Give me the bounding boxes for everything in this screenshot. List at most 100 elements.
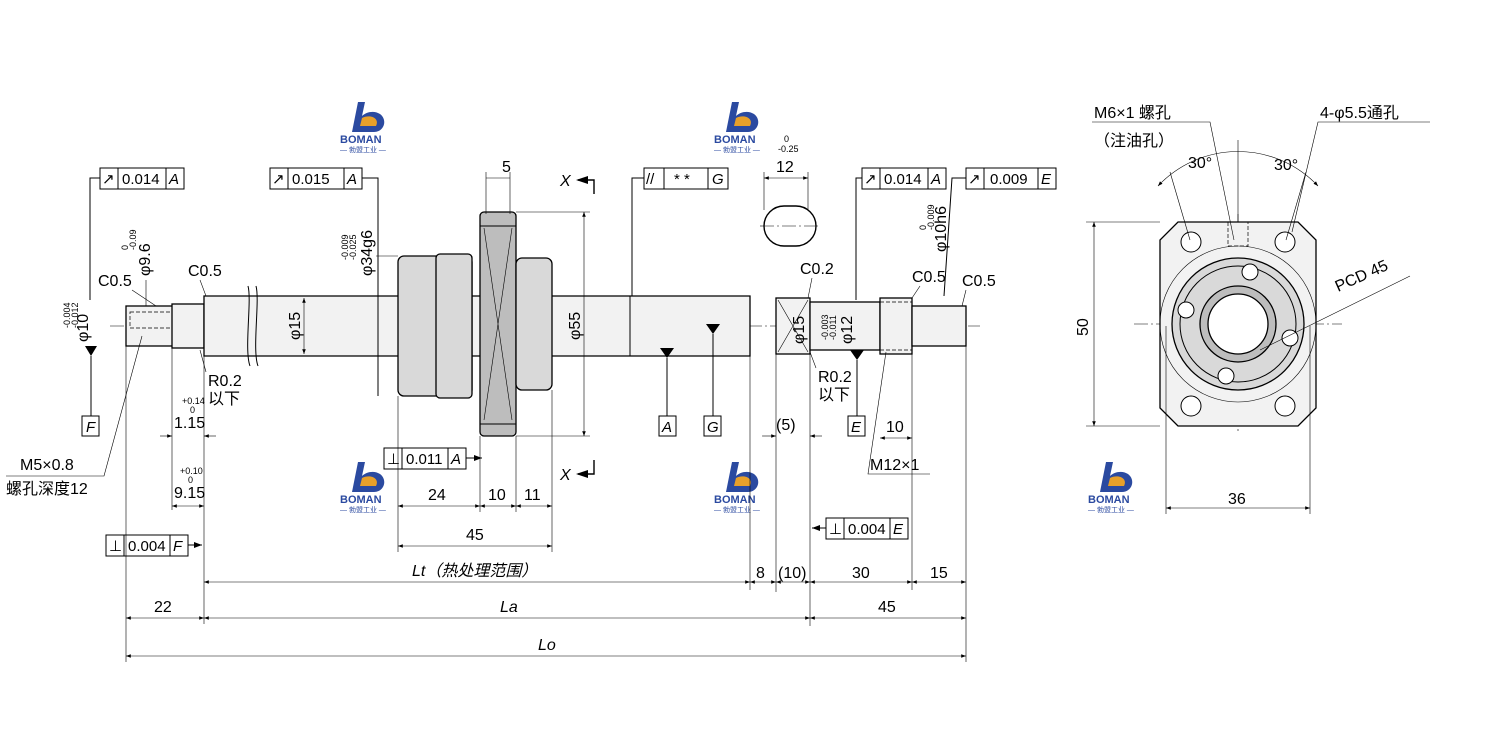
svg-text:0: 0 — [918, 225, 928, 230]
svg-text:BOMAN: BOMAN — [1088, 494, 1130, 506]
watermark-logo: BOMAN — 勃盟工业 — — [340, 462, 386, 514]
svg-text:-0.004: -0.004 — [62, 302, 72, 328]
fcf-perp-e: ⊥ 0.004 E — [812, 517, 909, 540]
svg-text:C0.5: C0.5 — [98, 273, 132, 290]
fcf-runout-right: ↗ 0.014 A — [855, 167, 947, 300]
svg-text:以下: 以下 — [208, 391, 240, 408]
svg-text:4-φ5.5通孔: 4-φ5.5通孔 — [1320, 104, 1399, 122]
svg-text:R0.2: R0.2 — [208, 373, 242, 390]
svg-text:φ12: φ12 — [839, 316, 856, 344]
svg-text:0.015: 0.015 — [292, 171, 330, 188]
svg-text:12: 12 — [776, 159, 794, 176]
svg-text:φ15: φ15 — [791, 316, 808, 344]
svg-text:G: G — [707, 419, 719, 436]
svg-text:-0.09: -0.09 — [128, 229, 138, 250]
fcf-perp-f: ⊥ 0.004 F — [105, 534, 202, 557]
svg-text:φ10h6: φ10h6 — [933, 206, 950, 252]
svg-text:— 勃盟工业 —: — 勃盟工业 — — [340, 145, 386, 154]
svg-text:C0.5: C0.5 — [912, 269, 946, 286]
svg-text:R0.2: R0.2 — [818, 369, 852, 386]
svg-text:A: A — [168, 171, 179, 188]
svg-text:(5): (5) — [776, 417, 796, 434]
svg-text:8: 8 — [756, 565, 765, 582]
dimension-labels: φ10 -0.004 -0.012 φ9.6 0 -0.09 C0.5 C0.5… — [6, 134, 996, 662]
svg-text:— 勃盟工业 —: — 勃盟工业 — — [714, 145, 760, 154]
watermark-logo: BOMAN — 勃盟工业 — — [714, 462, 760, 514]
fcf-runout-shaft: ↗ 0.015 A — [269, 167, 379, 396]
svg-text:0: 0 — [188, 475, 193, 485]
svg-text:⊥: ⊥ — [109, 538, 122, 555]
svg-text:1.15: 1.15 — [174, 415, 205, 432]
svg-text:G: G — [712, 171, 724, 188]
datum-markers — [85, 324, 864, 360]
fcf-runout-left: ↗ 0.014 A — [89, 167, 185, 300]
svg-text:E: E — [851, 419, 862, 436]
svg-text:⊥: ⊥ — [829, 521, 842, 538]
svg-text:螺孔深度12: 螺孔深度12 — [6, 480, 88, 498]
svg-text:-0.25: -0.25 — [778, 144, 799, 154]
svg-text:— 勃盟工业 —: — 勃盟工业 — — [714, 505, 760, 514]
svg-text:50: 50 — [1075, 318, 1092, 336]
section-markers: X X — [559, 173, 595, 484]
svg-text:0.014: 0.014 — [122, 171, 160, 188]
svg-text:-0.009: -0.009 — [340, 234, 350, 260]
svg-text:M5×0.8: M5×0.8 — [20, 457, 74, 474]
svg-text:-0.012: -0.012 — [70, 302, 80, 328]
svg-text:C0.2: C0.2 — [800, 261, 834, 278]
svg-text:φ15: φ15 — [287, 312, 304, 340]
svg-text:30°: 30° — [1274, 157, 1298, 174]
svg-text://: // — [646, 171, 655, 188]
svg-text:30: 30 — [852, 565, 870, 582]
svg-text:A: A — [930, 171, 941, 188]
svg-text:+0.14: +0.14 — [182, 396, 205, 406]
watermark-logo: BOMAN — 勃盟工业 — — [1088, 462, 1134, 514]
svg-text:F: F — [86, 419, 96, 436]
svg-text:φ34g6: φ34g6 — [359, 230, 376, 276]
svg-text:X: X — [559, 173, 572, 190]
svg-text:-0.011: -0.011 — [828, 315, 838, 340]
svg-text:BOMAN: BOMAN — [714, 134, 756, 146]
svg-text:A: A — [450, 451, 461, 468]
svg-text:φ10: φ10 — [75, 314, 92, 342]
fcf-perp-flange: ⊥ 0.011 A — [383, 447, 482, 470]
svg-text:↗: ↗ — [102, 171, 115, 188]
svg-text:* *: * * — [674, 171, 690, 188]
svg-text:E: E — [893, 521, 904, 538]
svg-text:A: A — [661, 419, 672, 436]
nut-end-view: M6×1 螺孔 （注油孔） 4-φ5.5通孔 30° 30° PCD 45 50… — [1075, 104, 1430, 514]
svg-text:F: F — [173, 538, 183, 555]
svg-text:45: 45 — [466, 527, 484, 544]
datum-labels: F A G E — [81, 334, 866, 437]
svg-text:22: 22 — [154, 599, 172, 616]
svg-text:0.004: 0.004 — [128, 538, 166, 555]
svg-text:↗: ↗ — [968, 171, 981, 188]
svg-text:BOMAN: BOMAN — [340, 494, 382, 506]
svg-text:11: 11 — [524, 487, 541, 504]
svg-text:30°: 30° — [1188, 155, 1212, 172]
svg-text:-0.003: -0.003 — [820, 314, 830, 340]
svg-text:↗: ↗ — [864, 171, 877, 188]
svg-text:Lo: Lo — [538, 637, 556, 654]
svg-text:+0.10: +0.10 — [180, 466, 203, 476]
svg-text:E: E — [1041, 171, 1052, 188]
svg-text:-0.025: -0.025 — [348, 234, 358, 260]
svg-text:C0.5: C0.5 — [188, 263, 222, 280]
svg-text:（注油孔）: （注油孔） — [1094, 132, 1174, 150]
svg-text:24: 24 — [428, 487, 446, 504]
svg-text:0.014: 0.014 — [884, 171, 922, 188]
svg-text:0: 0 — [190, 405, 195, 415]
watermark-logo: BOMAN — 勃盟工业 — — [340, 102, 386, 154]
shaft-side-view — [110, 205, 980, 437]
fcf-runout-end: ↗ 0.009 E — [943, 167, 1057, 297]
svg-text:0: 0 — [120, 245, 130, 250]
fcf-parallel-g: // * * G — [631, 167, 729, 296]
svg-text:-0.009: -0.009 — [926, 204, 936, 230]
svg-text:5: 5 — [502, 159, 511, 176]
svg-text:0: 0 — [784, 134, 789, 144]
svg-text:φ9.6: φ9.6 — [137, 243, 154, 276]
svg-text:Lt（热处理范围）: Lt（热处理范围） — [412, 562, 537, 580]
svg-text:C0.5: C0.5 — [962, 273, 996, 290]
svg-text:M12×1: M12×1 — [870, 457, 919, 474]
svg-text:↗: ↗ — [272, 171, 285, 188]
